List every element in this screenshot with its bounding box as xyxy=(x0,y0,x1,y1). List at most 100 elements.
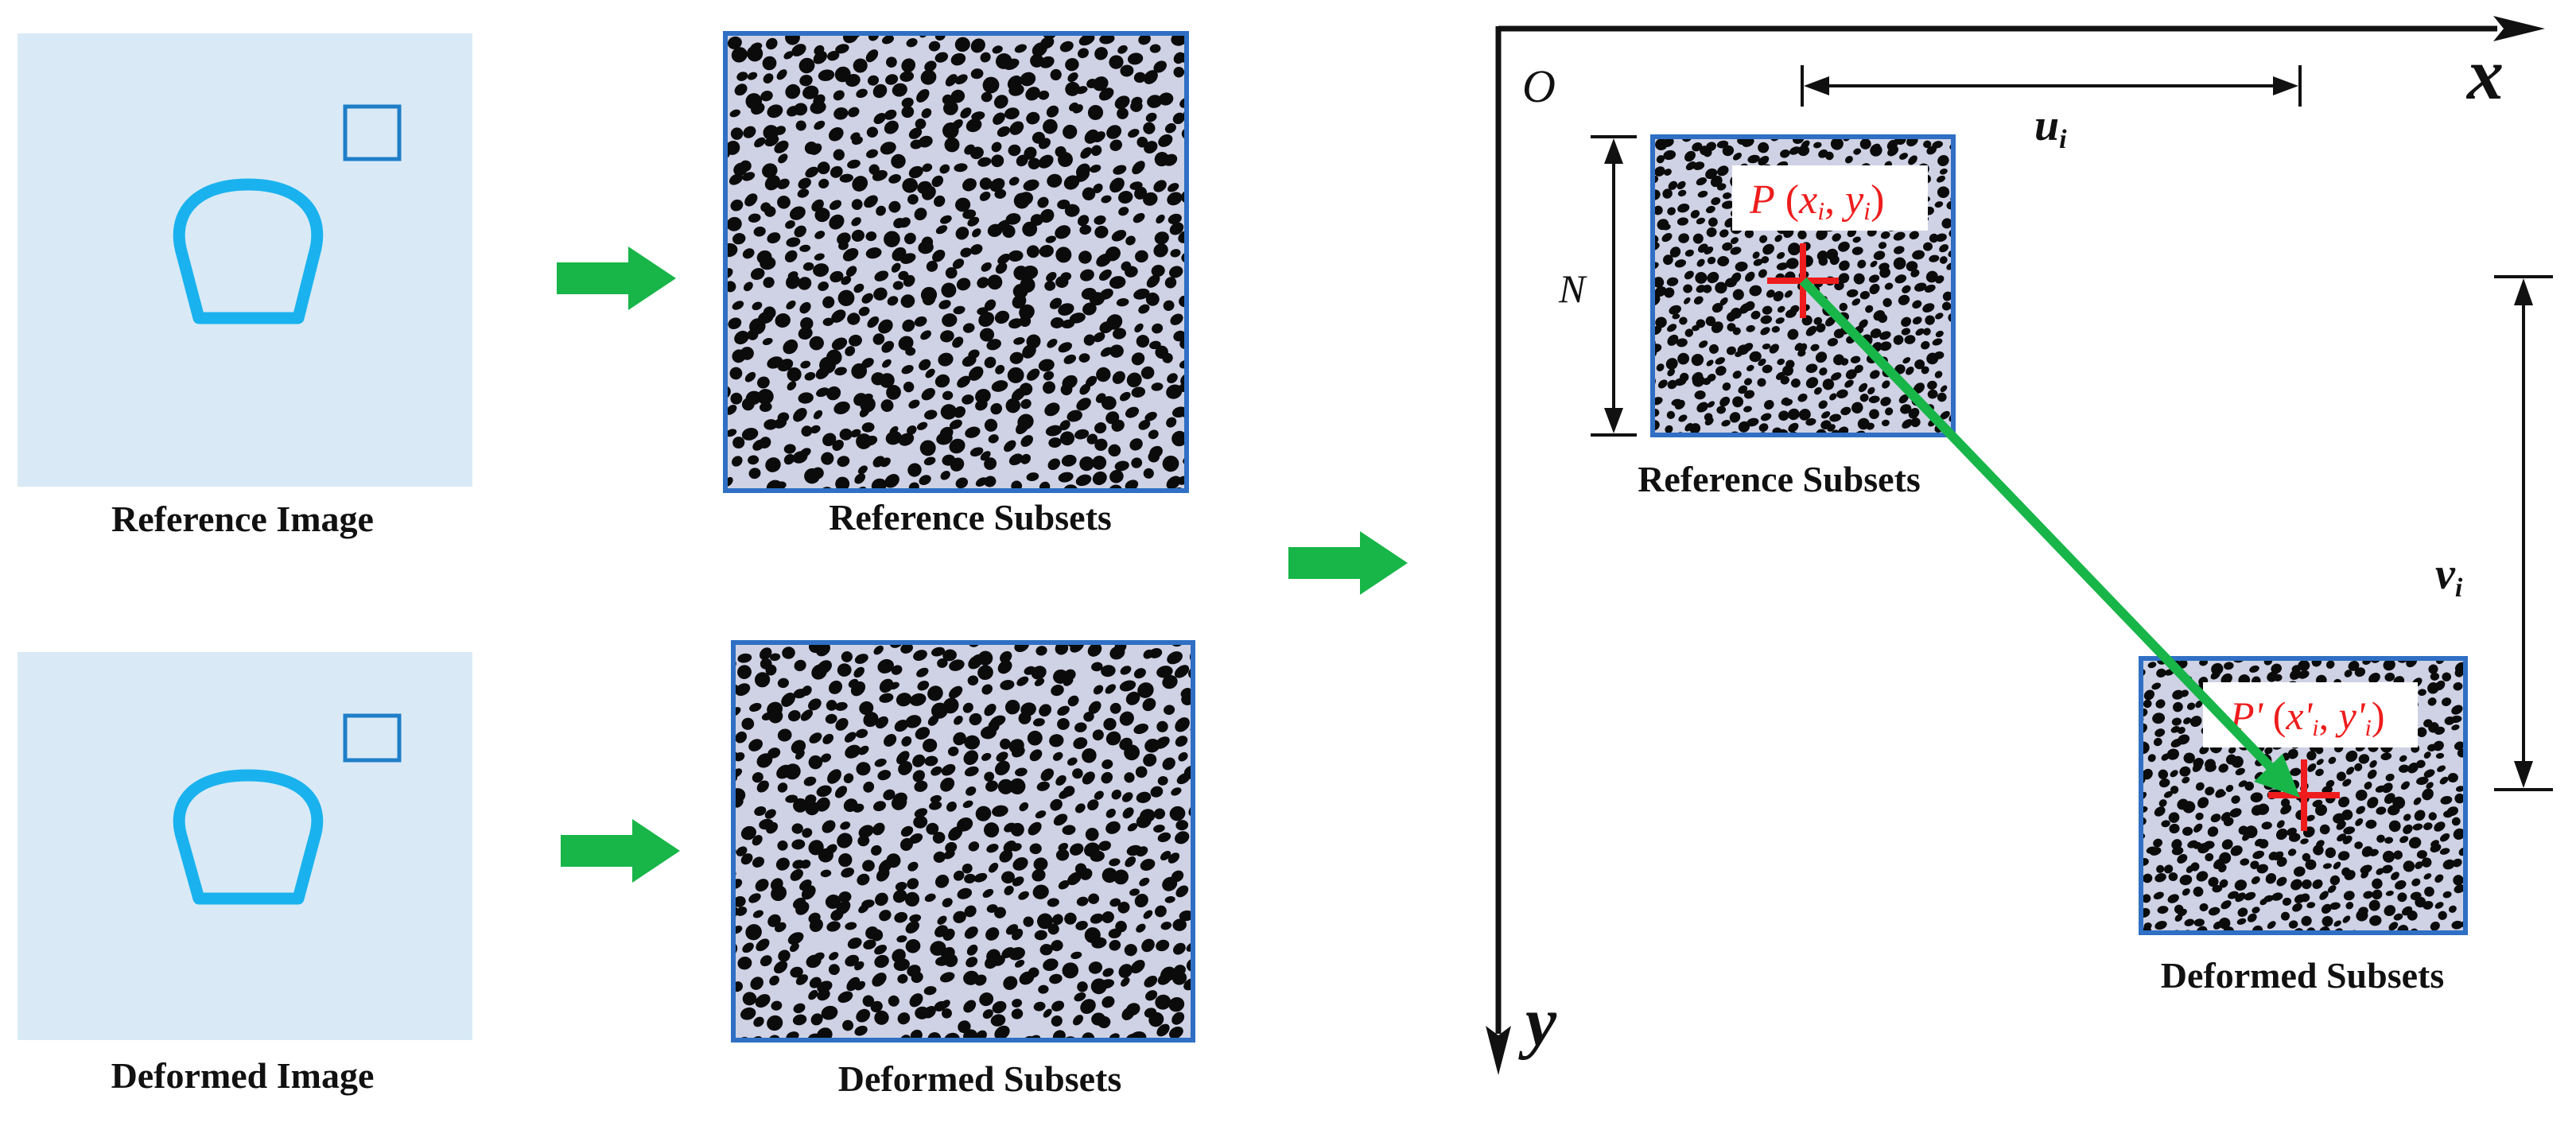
speckle-dot xyxy=(1189,495,1203,507)
speckle-dot xyxy=(900,643,913,654)
speckle-dot xyxy=(896,751,910,764)
speckle-dot xyxy=(822,317,834,326)
speckle-dot xyxy=(1640,146,1651,156)
point-p-label: P (xi, yi) xyxy=(1749,177,1884,225)
speckle-dot xyxy=(781,625,797,641)
speckle-dot xyxy=(1073,1015,1083,1026)
speckle-dot xyxy=(894,911,908,923)
speckle-dot xyxy=(1098,269,1112,281)
speckle-dot xyxy=(793,407,807,422)
speckle-dot xyxy=(849,334,862,347)
speckle-dot xyxy=(1109,469,1124,483)
speckle-dot xyxy=(1175,717,1190,732)
speckle-dot xyxy=(1131,352,1145,366)
speckle-dot xyxy=(992,1000,1007,1014)
speckle-dot xyxy=(2433,740,2444,751)
speckle-dot xyxy=(1109,177,1125,193)
speckle-dot xyxy=(2174,914,2183,922)
speckle-dot xyxy=(1805,363,1818,374)
speckle-dot xyxy=(1148,647,1163,658)
speckle-dot xyxy=(825,713,837,724)
speckle-dot xyxy=(991,380,1008,392)
speckle-dot xyxy=(799,301,811,314)
speckle-dot xyxy=(2356,806,2365,814)
speckle-dot xyxy=(2369,915,2382,926)
speckle-dot xyxy=(1038,984,1049,994)
speckle-dot xyxy=(2448,905,2457,913)
speckle-dot xyxy=(794,659,806,672)
speckle-dot xyxy=(847,937,862,949)
speckle-dot xyxy=(907,425,917,435)
speckle-dot xyxy=(1663,149,1677,161)
speckle-dot xyxy=(1136,814,1152,829)
speckle-dot xyxy=(1047,339,1058,348)
speckle-dot xyxy=(732,233,746,245)
speckle-dot xyxy=(1865,305,1874,313)
speckle-dot xyxy=(2218,790,2226,798)
speckle-dot xyxy=(1092,456,1107,470)
speckle-dot xyxy=(2205,763,2217,772)
speckle-dot xyxy=(2261,821,2272,830)
speckle-dot xyxy=(913,650,927,662)
speckle-dot xyxy=(701,313,722,334)
speckle-dot xyxy=(1044,281,1056,291)
speckle-dot xyxy=(1094,225,1109,239)
speckle-dot xyxy=(2423,751,2431,759)
speckle-dot xyxy=(975,477,988,487)
speckle-dot xyxy=(2151,682,2162,690)
speckle-dot xyxy=(828,964,840,976)
speckle-dot xyxy=(831,309,846,323)
speckle-dot xyxy=(2439,833,2450,842)
speckle-dot xyxy=(1705,316,1716,327)
speckle-dot xyxy=(985,780,998,792)
speckle-dot xyxy=(957,817,973,832)
speckle-dot xyxy=(1016,676,1029,686)
speckle-dot xyxy=(2275,828,2288,841)
speckle-dot xyxy=(831,337,848,351)
speckle-dot xyxy=(2143,689,2155,701)
speckle-dot xyxy=(1076,896,1089,907)
speckle-dot xyxy=(2438,911,2447,920)
speckle-dot xyxy=(1696,402,1708,413)
speckle-dot xyxy=(962,702,973,713)
speckle-dot xyxy=(1150,786,1164,798)
speckle-dot xyxy=(853,666,864,678)
speckle-dot xyxy=(934,874,950,888)
speckle-dot xyxy=(1662,188,1673,199)
speckle-dot xyxy=(1721,420,1731,427)
speckle-dot xyxy=(2343,826,2356,835)
speckle-dot xyxy=(2149,847,2162,856)
speckle-dot xyxy=(856,728,868,739)
speckle-dot xyxy=(2393,913,2403,921)
speckle-dot xyxy=(1761,256,1770,264)
speckle-dot xyxy=(1939,168,1948,175)
speckle-dot xyxy=(1014,44,1027,53)
speckle-dot xyxy=(2298,670,2310,679)
speckle-dot xyxy=(1827,338,1838,347)
speckle-dot xyxy=(2126,695,2140,709)
speckle-dot xyxy=(1005,398,1021,414)
speckle-dot xyxy=(1893,231,1906,241)
speckle-dot xyxy=(923,456,936,466)
speckle-dot xyxy=(2434,642,2448,654)
speckle-dot xyxy=(1090,913,1104,924)
speckle-dot xyxy=(992,627,1006,640)
speckle-dot xyxy=(1881,419,1890,427)
speckle-dot xyxy=(2302,852,2311,862)
speckle-dot xyxy=(1926,146,1937,155)
speckle-dot xyxy=(1762,305,1773,315)
speckle-dot xyxy=(1055,276,1069,289)
speckle-dot xyxy=(984,299,997,311)
speckle-dot xyxy=(945,266,958,279)
speckle-dot xyxy=(1045,425,1063,437)
speckle-dot xyxy=(1706,205,1715,214)
speckle-dot xyxy=(790,868,803,881)
speckle-dot xyxy=(923,986,937,996)
speckle-dot xyxy=(859,701,874,716)
speckle-dot xyxy=(1115,920,1127,933)
speckle-dot xyxy=(730,199,744,212)
speckle-dot xyxy=(2271,892,2283,901)
speckle-dot xyxy=(2244,891,2256,901)
speckle-dot xyxy=(1657,379,1668,389)
speckle-dot xyxy=(808,698,822,711)
